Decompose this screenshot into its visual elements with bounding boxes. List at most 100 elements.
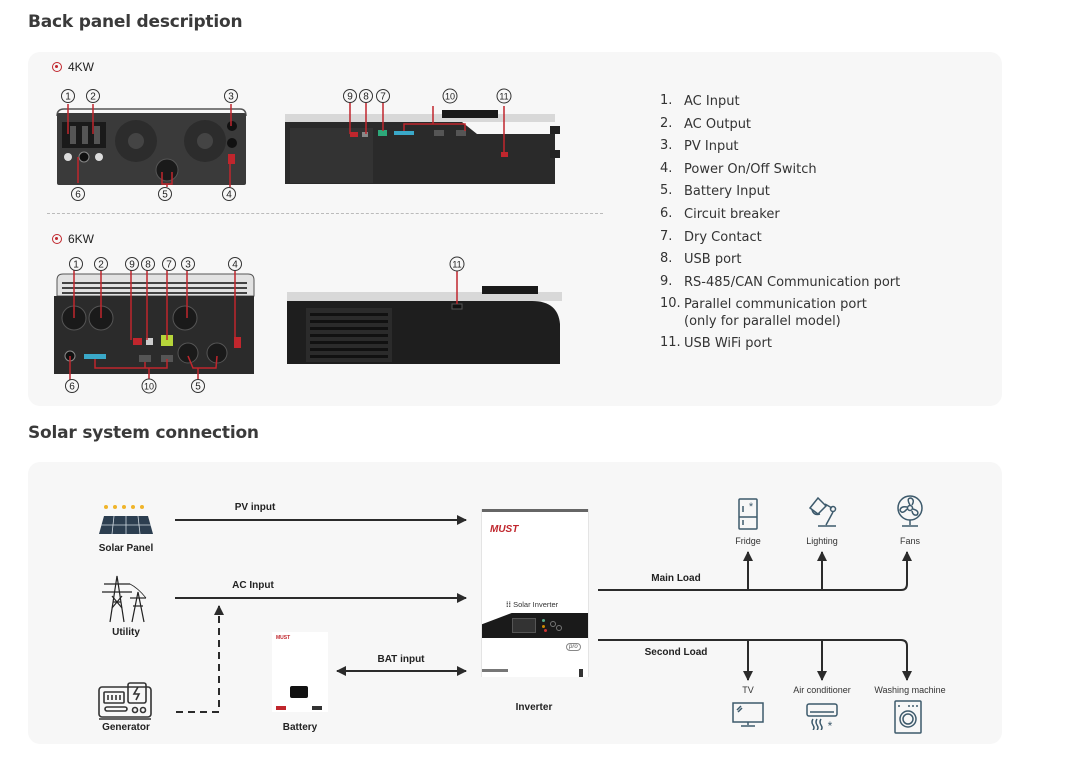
legend-item: 2.AC Output (660, 115, 752, 132)
inverter-brand-logo: MUST (490, 524, 519, 535)
section-divider (47, 213, 603, 214)
device-6kw-side-view: 11 (287, 256, 562, 364)
callout-11: 11 (496, 88, 512, 104)
callout-2: 2 (86, 89, 100, 103)
model-label: 6KW (68, 232, 95, 246)
battery-brand-logo: MUST (276, 635, 291, 641)
callout-8: 8 (141, 257, 155, 271)
svg-text:7: 7 (166, 260, 172, 271)
washing-machine-label: Washing machine (874, 685, 946, 695)
svg-text:8: 8 (363, 92, 369, 103)
tv-icon (732, 702, 764, 727)
svg-text:4: 4 (226, 190, 232, 201)
fridge-label: Fridge (735, 536, 761, 546)
lighting-label: Lighting (806, 536, 838, 546)
callouts-4kw-rear: 1 2 3 6 5 4 (61, 89, 238, 201)
legend-item: 5.Battery Input (660, 183, 770, 200)
solar-panel-label: Solar Panel (98, 543, 154, 554)
fan-grille-right (184, 120, 226, 162)
generator-label: Generator (102, 722, 150, 733)
utility-pylon-icon (102, 575, 147, 623)
svg-text:11: 11 (452, 260, 461, 270)
svg-text:5: 5 (162, 190, 168, 201)
svg-text:10: 10 (144, 382, 154, 392)
model-option-6kw[interactable]: 6KW (52, 232, 94, 246)
lamp-icon (808, 496, 837, 527)
callout-10: 10 (442, 88, 458, 104)
svg-text:11: 11 (499, 92, 508, 102)
svg-text:*: * (828, 719, 833, 730)
callout-8: 8 (359, 89, 373, 103)
svg-text:6: 6 (75, 190, 81, 201)
inverter-name: ⁞⁞ Solar Inverter (506, 600, 559, 609)
callout-3: 3 (224, 89, 238, 103)
ac-input-label: AC Input (232, 580, 274, 591)
legend-item: 10.Parallel communication port (only for… (660, 296, 867, 330)
svg-text:9: 9 (129, 260, 135, 271)
callout-7: 7 (376, 89, 390, 103)
callout-9: 9 (343, 89, 357, 103)
solar-connection-title: Solar system connection (28, 423, 259, 443)
tv-label: TV (742, 685, 754, 695)
svg-text:6: 6 (69, 382, 75, 393)
battery-device: MUST (272, 632, 328, 712)
generator-icon (98, 682, 152, 720)
device-6kw-rear-view: 1 2 9 8 7 3 4 6 10 5 (54, 257, 255, 394)
inverter-buttons (540, 619, 562, 632)
svg-text:2: 2 (98, 260, 104, 271)
pv-input-label: PV input (234, 502, 276, 513)
fan-grille-left (115, 120, 157, 162)
inverter-pro-badge: pro (566, 643, 581, 651)
callout-6: 6 (71, 187, 85, 201)
fans-label: Fans (899, 536, 920, 546)
fan-icon (897, 495, 923, 527)
model-label: 4KW (68, 60, 95, 74)
device-4kw-side-view: 9 8 7 10 11 (285, 88, 560, 184)
callout-4: 4 (222, 187, 236, 201)
second-load-line (598, 639, 912, 681)
callout-3: 3 (181, 257, 195, 271)
legend-item: 7.Dry Contact (660, 228, 762, 245)
second-load-label: Second Load (644, 647, 708, 658)
back-panel-title: Back panel description (28, 12, 243, 32)
callout-7: 7 (162, 257, 176, 271)
generator-dashed-line (176, 605, 224, 713)
callout-5: 5 (158, 187, 172, 201)
legend-item: 8.USB port (660, 251, 742, 268)
model-option-4kw[interactable]: 4KW (52, 60, 94, 74)
svg-text:*: * (749, 501, 754, 513)
legend-item: 3.PV Input (660, 138, 739, 155)
fridge-icon: * (738, 498, 758, 530)
svg-text:9: 9 (347, 92, 353, 103)
callout-9: 9 (125, 257, 139, 271)
svg-text:1: 1 (73, 260, 79, 271)
radio-selected-icon (52, 62, 62, 72)
air-conditioner-icon: * (806, 703, 838, 730)
callout-10: 10 (141, 378, 157, 394)
callout-6: 6 (65, 379, 79, 393)
air-conditioner-label: Air conditioner (793, 685, 851, 695)
legend-item: 11.USB WiFi port (660, 335, 772, 352)
legend-item: 4.Power On/Off Switch (660, 160, 817, 177)
solar-panel-icon (99, 505, 153, 535)
main-load-label: Main Load (651, 573, 701, 584)
port-legend-list: 1.AC Input 2.AC Output 3.PV Input 4.Powe… (660, 90, 900, 355)
svg-text:3: 3 (228, 92, 234, 103)
inverter-label: Inverter (515, 702, 553, 713)
bat-input-label: BAT input (377, 654, 425, 665)
inverter-device: MUST ⁞⁞ Solar Inverter pro (481, 509, 589, 677)
svg-text:3: 3 (185, 260, 191, 271)
svg-text:2: 2 (90, 92, 96, 103)
utility-label: Utility (112, 627, 140, 638)
inverter-lcd-screen (512, 618, 536, 633)
legend-item: 1.AC Input (660, 93, 740, 109)
device-4kw-rear-view (56, 104, 247, 187)
washing-machine-icon (894, 700, 922, 734)
callout-11: 11 (449, 256, 465, 272)
legend-item: 6.Circuit breaker (660, 205, 780, 222)
radio-selected-icon (52, 234, 62, 244)
main-load-line (598, 551, 912, 591)
svg-text:7: 7 (380, 92, 386, 103)
callout-2: 2 (94, 257, 108, 271)
